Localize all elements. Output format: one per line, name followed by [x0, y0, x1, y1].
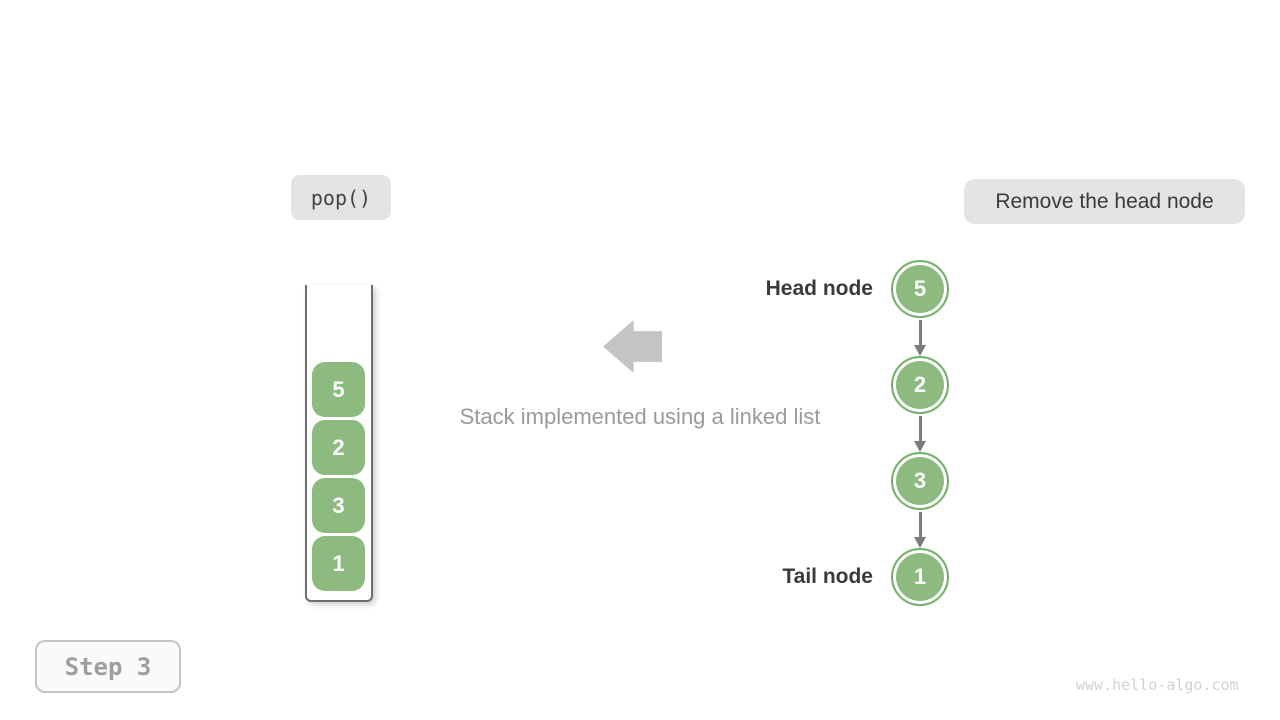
action-description-label: Remove the head node [995, 189, 1214, 213]
diagram-caption: Stack implemented using a linked list [459, 404, 821, 429]
watermark: www.hello-algo.com [1076, 676, 1239, 694]
step-indicator: Step 3 [35, 640, 181, 693]
stack-container: 5 2 3 1 [305, 285, 373, 602]
step-indicator-label: Step 3 [64, 652, 152, 681]
tail-node-label: Tail node [782, 565, 873, 588]
stack-item: 3 [312, 478, 365, 533]
stack-item: 5 [312, 362, 365, 417]
stack-item: 1 [312, 536, 365, 591]
pop-operation-label: pop() [310, 185, 372, 210]
head-node-label: Head node [765, 277, 873, 300]
linked-list-node: 3 [891, 452, 949, 510]
down-arrow-icon [910, 320, 930, 356]
stack-item: 2 [312, 420, 365, 475]
linked-list-node: 1 [891, 548, 949, 606]
left-block-arrow-icon [603, 320, 662, 373]
pop-operation-badge: pop() [291, 175, 391, 220]
linked-list-node: 2 [891, 356, 949, 414]
down-arrow-icon [910, 416, 930, 452]
action-description-badge: Remove the head node [964, 179, 1245, 224]
linked-list-node: 5 [891, 260, 949, 318]
down-arrow-icon [910, 512, 930, 548]
